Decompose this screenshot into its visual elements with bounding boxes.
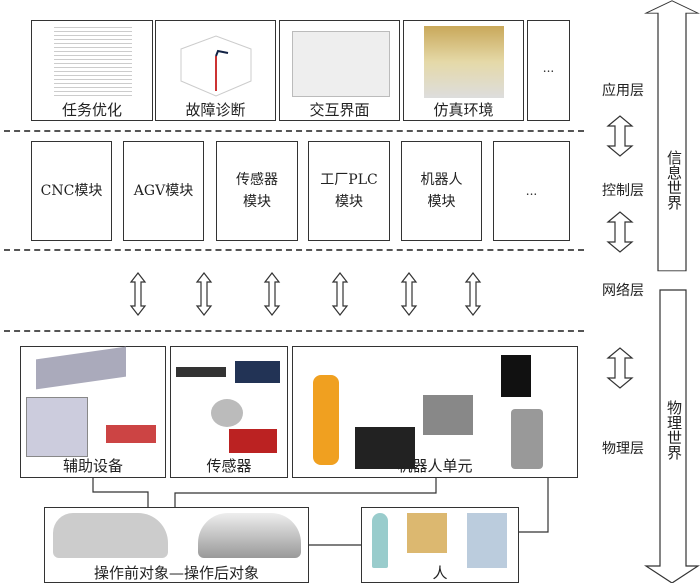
ctrl-robot: 机器人 模块 [401, 141, 482, 241]
gui-screenshot [292, 31, 390, 97]
layer-double-arrow-icon [606, 115, 634, 157]
label: 人 [432, 564, 448, 582]
ctrl-agv: AGV模块 [123, 141, 204, 241]
kinect-image [176, 367, 226, 377]
label: 工厂PLC 模块 [320, 172, 378, 210]
ctrl-more: ... [493, 141, 570, 241]
label: 传感器 模块 [236, 172, 278, 210]
ctrl-cnc: CNC模块 [31, 141, 112, 241]
layer-label-network: 网络层 [602, 283, 644, 299]
label: 仿真环境 [433, 101, 494, 119]
layer-double-arrow-icon [606, 211, 634, 253]
camera-image [235, 361, 280, 383]
robot-arm-image [313, 375, 339, 465]
double-arrow-icon [331, 272, 349, 316]
double-arrow-icon [129, 272, 147, 316]
layer-label-physical: 物理层 [602, 441, 644, 457]
phys-sensors: 传感器 [170, 346, 288, 478]
label: 传感器 [206, 457, 252, 475]
switch-image [423, 395, 473, 435]
double-arrow-icon [464, 272, 482, 316]
label: 机器人 模块 [420, 172, 463, 210]
double-arrow-icon [400, 272, 418, 316]
objects-box: 操作前对象—操作后对象 [44, 507, 309, 583]
layer-divider [4, 249, 584, 251]
label: AGV模块 [133, 183, 194, 199]
phys-robot-unit: 机器人单元 [292, 346, 578, 478]
laser-sensor-image [229, 429, 277, 453]
physical-world-label: 物理世界 [665, 400, 683, 460]
connector-lines [92, 477, 549, 546]
ctrl-sensor: 传感器 模块 [216, 141, 298, 241]
car-image [198, 513, 301, 558]
load-cell-image [211, 399, 243, 427]
double-arrow-icon [195, 272, 213, 316]
label: 任务优化 [61, 101, 122, 119]
ellipsis: ... [525, 184, 538, 198]
conveyor-image [36, 346, 126, 390]
3d-plot-image [180, 35, 252, 97]
info-world-label: 信息世界 [665, 150, 683, 210]
simulation-image [424, 26, 504, 98]
logistics-worker-icon [467, 513, 507, 568]
ellipsis: ... [542, 61, 555, 75]
layer-label-application: 应用层 [602, 83, 644, 99]
app-task-optimization: 任务优化 [31, 20, 153, 121]
physical-world-down-arrow-icon [643, 289, 700, 583]
label: 辅助设备 [62, 457, 123, 475]
app-simulation: 仿真环境 [403, 20, 524, 121]
app-more: ... [527, 20, 570, 121]
office-worker-icon [407, 513, 447, 553]
person-icon [372, 513, 388, 568]
layer-divider [4, 330, 584, 332]
app-fault-diagnosis: 故障诊断 [155, 20, 276, 121]
label: 机器人单元 [397, 457, 473, 475]
layer-label-control: 控制层 [602, 183, 644, 199]
drive-modules-image [355, 427, 415, 469]
label: CNC模块 [40, 183, 103, 199]
label: 操作前对象—操作后对象 [93, 564, 259, 582]
label: 故障诊断 [185, 101, 246, 119]
layer-divider [4, 130, 584, 132]
double-arrow-icon [263, 272, 281, 316]
agv-image [106, 425, 156, 443]
code-screenshot [54, 24, 132, 99]
label: 交互界面 [309, 101, 370, 119]
computer-image [501, 355, 531, 397]
ctrl-plc: 工厂PLC 模块 [308, 141, 390, 241]
info-world-up-arrow-icon [643, 0, 700, 272]
cnc-machine-image [26, 397, 88, 457]
phys-aux-equipment: 辅助设备 [20, 346, 166, 478]
layer-double-arrow-icon [606, 347, 634, 389]
teach-pendant-image [511, 409, 543, 469]
app-interface: 交互界面 [279, 20, 400, 121]
car-parts-image [53, 513, 168, 558]
people-box: 人 [361, 507, 519, 583]
